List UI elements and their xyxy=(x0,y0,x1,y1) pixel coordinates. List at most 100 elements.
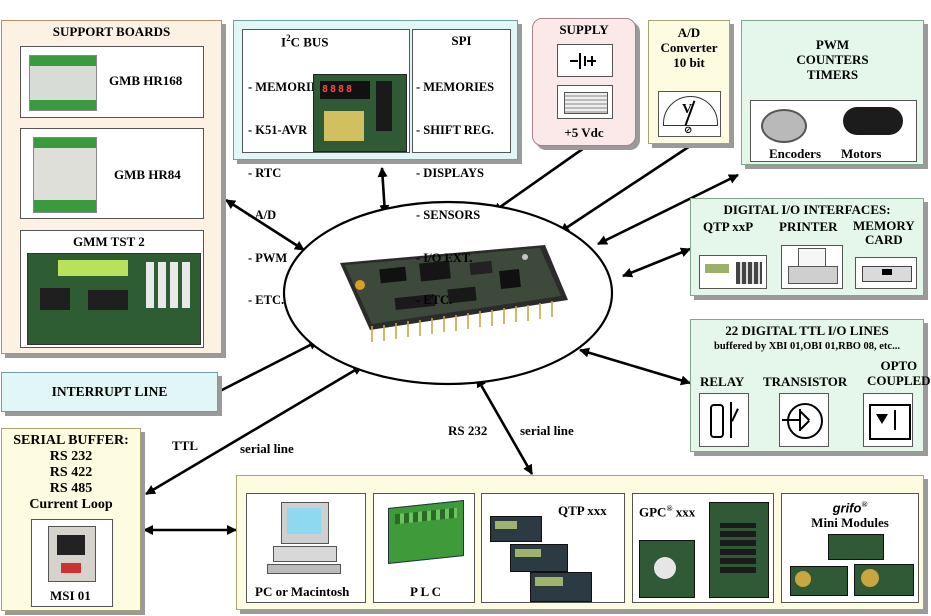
gmm-tst2-image xyxy=(27,253,201,345)
i2c-item: - MEMORIES xyxy=(248,80,327,95)
relay-label: RELAY xyxy=(700,374,745,389)
msi01-image xyxy=(48,526,96,582)
motors-label: Motors xyxy=(841,146,882,161)
spi-item: - SHIFT REG. xyxy=(416,123,494,138)
i2c-item: - K51-AVR xyxy=(248,123,308,138)
gmb-hr84-image xyxy=(33,137,97,213)
i2c-item: - PWM xyxy=(248,250,288,265)
arrow-ad xyxy=(559,144,691,234)
serial-buffer-text: SERIAL BUFFER: RS 232 RS 422 RS 485 Curr… xyxy=(2,433,140,513)
arrow-ttl-lines xyxy=(579,347,691,386)
interrupt-line-panel: INTERRUPT LINE xyxy=(1,372,218,412)
grifo-mini-modules-card: grifo® Mini Modules xyxy=(781,493,919,603)
gmb-hr168-card: GMB HR168 xyxy=(20,46,204,118)
qtp-card: QTP xxx xyxy=(481,493,625,603)
digital-io-title: DIGITAL I/O INTERFACES: xyxy=(723,202,891,217)
qtp-terminal-1 xyxy=(490,516,542,542)
arrow-digital-io xyxy=(622,247,691,278)
encoder-image xyxy=(761,109,807,143)
supply-panel: SUPPLY +5 Vdc xyxy=(532,18,636,146)
printer-label: PRINTER xyxy=(779,219,838,234)
serial-line-left-label: serial line xyxy=(240,441,294,456)
gmb-hr84-card: GMB HR84 xyxy=(20,128,204,219)
transistor-icon xyxy=(779,393,829,447)
opto-coupler-icon xyxy=(863,393,913,447)
i2c-title: I2C BUS xyxy=(281,33,329,50)
i2c-item: - A/D xyxy=(248,208,277,223)
digital-io-panel: DIGITAL I/O INTERFACES: QTP xxP PRINTER … xyxy=(690,198,924,296)
arrow-interrupt xyxy=(219,339,319,393)
serial-buffer-item: Current Loop xyxy=(29,497,113,512)
qtp-xxx-label: QTP xxx xyxy=(558,503,607,518)
support-boards-title: SUPPORT BOARDS xyxy=(52,24,171,39)
interrupt-label: INTERRUPT LINE xyxy=(51,384,168,399)
ttl-subtitle: buffered by XBI 01,OBI 01,RBO 08, etc... xyxy=(714,341,900,352)
spi-item: - MEMORIES xyxy=(416,80,495,95)
rs232-link-label: RS 232 xyxy=(448,423,488,438)
spi-item: - DISPLAYS xyxy=(416,165,484,180)
battery-icon xyxy=(557,44,613,77)
arrow-pwm xyxy=(597,173,739,246)
spi-item: - SENSORS xyxy=(416,208,481,223)
voltmeter-icon: V ⊘ xyxy=(658,91,721,137)
gpc-label: GPC® xxx xyxy=(639,504,696,520)
gmb-hr168-image xyxy=(29,55,97,111)
memory-card-image xyxy=(855,257,917,289)
power-supply-icon xyxy=(557,85,613,119)
gpc-board-2 xyxy=(709,502,769,598)
gmb-hr84-label: GMB HR84 xyxy=(114,167,181,182)
i2c-spi-panel: I2C BUS - MEMORIES - K51-AVR - RTC - A/D… xyxy=(233,20,518,307)
bottom-devices-panel: PC or Macintosh P L C QTP xxx GPC® xxx g… xyxy=(236,475,924,610)
motor-image xyxy=(843,107,903,135)
ttl-link-label: TTL xyxy=(172,438,199,453)
serial-buffer-title: SERIAL BUFFER: xyxy=(13,433,129,448)
mini-modules-label: grifo® Mini Modules xyxy=(811,500,889,531)
mini-module-2 xyxy=(790,566,848,596)
i2c-item: - RTC xyxy=(248,165,282,180)
computer-case-image xyxy=(273,546,337,562)
serial-buffer-item: RS 422 xyxy=(49,465,93,480)
pc-card: PC or Macintosh xyxy=(246,493,366,603)
spi-title: SPI xyxy=(451,33,472,48)
relay-icon xyxy=(699,393,749,447)
ttl-title: 22 DIGITAL TTL I/O LINES xyxy=(725,323,889,338)
encoders-motors-box: Encoders Motors xyxy=(750,100,917,162)
plc-image xyxy=(388,500,464,564)
serial-line-right-label: serial line xyxy=(520,423,574,438)
arrow-rs232 xyxy=(475,377,534,475)
qtp-terminal-3 xyxy=(530,572,592,602)
ttl-lines-panel: 22 DIGITAL TTL I/O LINES buffered by XBI… xyxy=(690,319,931,452)
gpc-card: GPC® xxx xyxy=(632,493,774,603)
pc-label: PC or Macintosh xyxy=(255,584,350,599)
spi-box: SPI - MEMORIES - SHIFT REG. - DISPLAYS -… xyxy=(412,29,511,307)
qtp-xxp-label: QTP xxP xyxy=(703,219,754,234)
gmb-hr168-label: GMB HR168 xyxy=(109,73,183,88)
supply-voltage: +5 Vdc xyxy=(564,125,604,140)
msi01-card: MSI 01 xyxy=(31,519,113,607)
spi-list: - MEMORIES - SHIFT REG. - DISPLAYS - SEN… xyxy=(416,52,494,336)
arrow-support-boards xyxy=(225,198,305,252)
cpu-module-image xyxy=(340,245,568,342)
printer-image xyxy=(781,245,843,289)
spi-item: - I/O EXT. xyxy=(416,250,473,265)
arrow-i2c xyxy=(377,167,390,215)
i2c-list: - MEMORIES - K51-AVR - RTC - A/D - PWM -… xyxy=(248,52,326,336)
i2c-item: - ETC. xyxy=(248,293,285,308)
mini-module-1 xyxy=(828,534,884,560)
monitor-image xyxy=(281,502,329,544)
msi01-label: MSI 01 xyxy=(50,588,91,603)
gmm-tst2-card: GMM TST 2 xyxy=(20,230,204,348)
transistor-label: TRANSISTOR xyxy=(763,374,848,389)
plc-label: P L C xyxy=(410,584,442,599)
keyboard-image xyxy=(267,564,341,574)
i2c-box: I2C BUS - MEMORIES - K51-AVR - RTC - A/D… xyxy=(242,29,410,307)
qtp-terminal-2 xyxy=(510,544,568,572)
serial-buffer-panel: SERIAL BUFFER: RS 232 RS 422 RS 485 Curr… xyxy=(1,428,141,611)
spi-item: - ETC. xyxy=(416,293,453,308)
encoders-label: Encoders xyxy=(769,146,821,161)
